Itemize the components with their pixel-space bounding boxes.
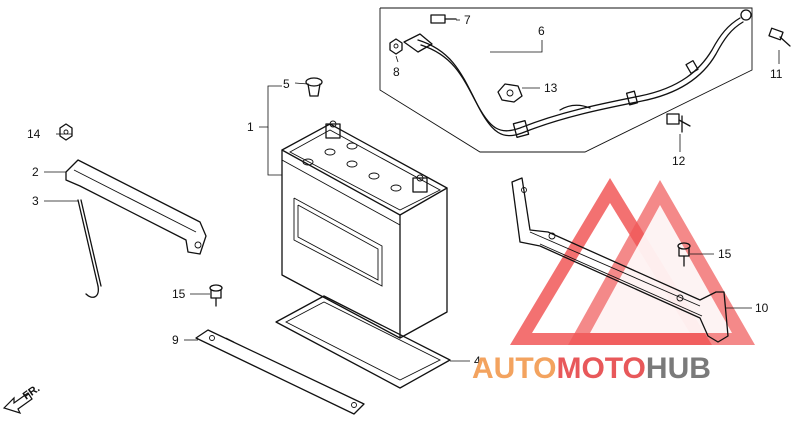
callout-14: 14 xyxy=(27,127,41,141)
front-direction-label: FR. xyxy=(21,382,42,402)
nut-14-icon xyxy=(59,123,73,141)
strap xyxy=(195,329,365,415)
hold-down-rod xyxy=(77,199,102,298)
leader-lines xyxy=(44,19,780,362)
battery-cable xyxy=(403,9,752,138)
callout-12: 12 xyxy=(672,154,686,168)
callout-10: 10 xyxy=(755,301,769,315)
bolt-15-left-icon xyxy=(209,284,223,307)
callout-2: 2 xyxy=(32,165,39,179)
watermark-part-hub: HUB xyxy=(646,352,711,385)
callout-9: 9 xyxy=(172,333,179,347)
watermark-part-auto: AUTO xyxy=(472,352,556,385)
callout-1: 1 xyxy=(247,120,254,134)
callout-6: 6 xyxy=(538,24,545,38)
bolt-7-icon xyxy=(430,14,457,24)
cable-box-outline xyxy=(379,7,753,153)
callout-15-right: 15 xyxy=(718,247,732,261)
watermark-logo-icon xyxy=(510,178,755,345)
watermark-part-moto: MOTO xyxy=(556,352,645,385)
watermark-text: AUTOMOTOHUB xyxy=(472,352,711,385)
callout-15-left: 15 xyxy=(172,287,186,301)
terminal-13-icon xyxy=(497,83,523,103)
callout-5: 5 xyxy=(283,77,290,91)
svg-text:AUTOMOTOHUB: AUTOMOTOHUB xyxy=(472,352,711,385)
bolt-11-icon xyxy=(768,27,791,47)
callout-3: 3 xyxy=(32,194,39,208)
callout-4: 4 xyxy=(474,354,481,368)
callout-labels: 1 2 3 4 5 6 7 8 9 10 11 12 13 14 15 15 xyxy=(27,13,783,368)
bolt-15-right-icon xyxy=(677,242,691,267)
callout-7: 7 xyxy=(464,13,471,27)
cap-5-icon xyxy=(305,77,323,97)
hold-down-bracket xyxy=(65,159,207,255)
nut-8-icon xyxy=(389,38,403,55)
callout-8: 8 xyxy=(393,65,400,79)
callout-11: 11 xyxy=(770,67,783,81)
callout-13: 13 xyxy=(544,81,558,95)
battery xyxy=(281,120,448,339)
battery-tray xyxy=(275,295,451,389)
support-bracket xyxy=(511,177,729,343)
bolt-12-icon xyxy=(666,113,691,133)
front-direction-arrow-icon: FR. xyxy=(2,382,42,414)
